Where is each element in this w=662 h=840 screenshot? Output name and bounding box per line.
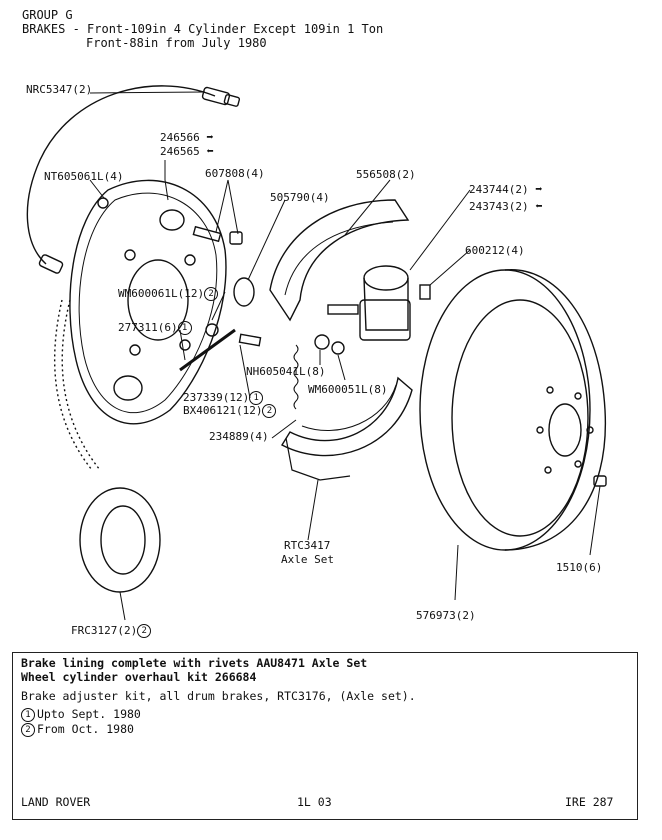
bleed-nipple <box>97 197 109 209</box>
hose-end-union <box>223 94 241 107</box>
wheel-cylinder <box>363 265 409 291</box>
callout-505790: 505790(4) <box>270 191 330 204</box>
o-ring <box>233 277 255 307</box>
group-label: GROUP G <box>22 8 73 22</box>
backplate-rim <box>78 192 218 414</box>
return-spring <box>293 344 299 410</box>
drum-hub-hole <box>548 403 582 457</box>
page-subtitle: Front-88in from July 1980 <box>86 36 267 50</box>
circled-number: 2 <box>204 287 219 301</box>
brake-hose <box>26 85 216 265</box>
callout-bx406121: BX406121(12)2 <box>183 404 278 418</box>
left-arrow-icon: ⬅ <box>206 144 214 158</box>
callout-234889: 234889(4) <box>209 430 269 443</box>
callout-277311: 277311(6)1 <box>118 321 194 335</box>
callout-246566: 246566 ➡ <box>160 131 214 144</box>
callout-237339: 237339(12)1 <box>183 391 265 405</box>
callout-246565-text: 246565 <box>160 145 200 158</box>
callout-556508: 556508(2) <box>356 168 416 181</box>
footer-left: LAND ROVER <box>21 795 91 809</box>
callout-wm600061l: WM600061L(12)2 <box>118 287 220 301</box>
exploded-brake-diagram <box>26 85 607 621</box>
callout-246565: 246565 ⬅ <box>160 145 214 158</box>
footer-center: 1L 03 <box>297 795 332 809</box>
page-title: BRAKES - Front-109in 4 Cylinder Except 1… <box>22 22 384 36</box>
left-arrow-icon: ⬅ <box>535 199 543 213</box>
callout-246566-text: 246566 <box>160 131 200 144</box>
callout-243744-text: 243744(2) <box>469 183 529 196</box>
callout-243743-text: 243743(2) <box>469 200 529 213</box>
note-from-text: From Oct. 1980 <box>37 722 134 736</box>
circled-number: 1 <box>249 391 264 405</box>
hub-hole <box>127 259 189 341</box>
hose-fitting-bottom <box>38 254 64 274</box>
callout-600212: 600212(4) <box>465 244 525 257</box>
callout-277311-text: 277311(6) <box>118 321 178 334</box>
backplate <box>69 179 227 425</box>
adjuster-cam <box>113 375 143 401</box>
note-adjuster-kit: Brake adjuster kit, all drum brakes, RTC… <box>21 689 416 703</box>
callout-frc3127: FRC3127(2)2 <box>71 624 153 638</box>
upper-brake-shoe <box>269 199 410 322</box>
callout-frc3127-text: FRC3127(2) <box>71 624 138 637</box>
callout-607808: 607808(4) <box>205 167 265 180</box>
note-overhaul-kit: Wheel cylinder overhaul kit 266684 <box>21 670 257 684</box>
callout-243744: 243744(2) ➡ <box>469 183 542 196</box>
notes-box: Brake lining complete with rivets AAU847… <box>12 652 638 820</box>
callout-nrc5347: NRC5347(2) <box>26 83 93 96</box>
callout-1510: 1510(6) <box>556 561 603 574</box>
lower-brake-shoe <box>281 376 413 457</box>
callout-wm600051l: WM600051L(8) <box>308 383 388 396</box>
callout-bx406121-text: BX406121(12) <box>183 404 263 417</box>
circled-number: 1 <box>177 321 192 335</box>
bleed-screw <box>419 284 431 300</box>
callout-rtc3417: RTC3417 <box>284 539 331 552</box>
circled-number: 1 <box>21 707 35 722</box>
footer-right: IRE 287 <box>565 795 614 809</box>
callout-nt605061l: NT605061L(4) <box>44 170 124 183</box>
callout-243743: 243743(2) ⬅ <box>469 200 542 213</box>
circled-number: 2 <box>262 404 277 418</box>
right-arrow-icon: ➡ <box>206 130 214 144</box>
callout-rtc3417-axle-set: Axle Set <box>281 553 334 566</box>
seal-ring <box>79 487 161 593</box>
hose-fitting-top <box>201 86 231 106</box>
callout-nh605041l: NH605041L(8) <box>246 365 326 378</box>
callout-wm600061l-text: WM600061L(12) <box>118 287 205 300</box>
callout-576973: 576973(2) <box>416 609 476 622</box>
circled-number: 2 <box>137 624 152 638</box>
note-upto-text: Upto Sept. 1980 <box>37 707 141 721</box>
note-lining: Brake lining complete with rivets AAU847… <box>21 656 368 670</box>
circled-number: 2 <box>21 722 35 737</box>
callout-237339-text: 237339(12) <box>183 391 250 404</box>
right-arrow-icon: ➡ <box>535 182 543 196</box>
